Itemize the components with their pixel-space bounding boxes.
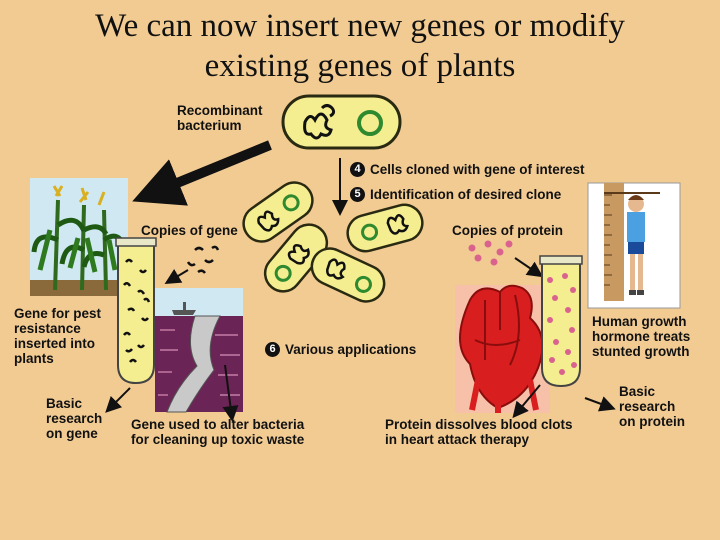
arrow-to-plants — [132, 140, 272, 206]
title-line-1: We can now insert new genes or modify — [95, 8, 625, 44]
protein-test-tube — [539, 255, 583, 388]
toxic-waste-image — [155, 288, 243, 413]
arrow-to-basic-protein — [584, 396, 616, 412]
step-5-number: 5 — [350, 186, 365, 202]
recombinant-bacterium — [281, 94, 402, 150]
arrow-to-protein-tube — [514, 257, 544, 278]
growth-hormone-label: Human growth hormone treats stunted grow… — [592, 314, 691, 359]
arrow-to-heart — [512, 384, 541, 419]
step-6-text: Various applications — [285, 341, 417, 357]
basic-research-protein-label: Basic research on protein — [619, 384, 685, 429]
growth-chart-image — [587, 182, 681, 309]
arrow-to-gene-tube — [164, 268, 189, 285]
basic-research-gene-label: Basic research on gene — [46, 396, 103, 441]
step-6: 6 Various applications — [265, 340, 416, 358]
title-line-2: existing genes of plants — [204, 48, 516, 84]
arrow-to-toxic — [222, 364, 239, 422]
gene-test-tube — [115, 237, 157, 385]
step-4-text: Cells cloned with gene of interest — [370, 161, 585, 177]
step-4: 4 Cells cloned with gene of interest — [350, 160, 585, 178]
step-5-text: Identification of desired clone — [370, 186, 562, 202]
arrow-to-basic-gene — [105, 387, 131, 413]
step-6-number: 6 — [265, 341, 280, 357]
blood-clot-label: Protein dissolves blood clots in heart a… — [385, 417, 573, 447]
toxic-waste-label: Gene used to alter bacteria for cleaning… — [131, 417, 305, 447]
copies-of-protein-label: Copies of protein — [452, 223, 563, 238]
step-5: 5 Identification of desired clone — [350, 185, 561, 203]
corn-plants-image — [30, 178, 128, 296]
heart-image — [455, 284, 550, 413]
protein-copies — [468, 240, 513, 266]
gene-copies — [186, 245, 220, 274]
pest-resistance-label: Gene for pest resistance inserted into p… — [14, 306, 102, 366]
step-4-number: 4 — [350, 161, 365, 177]
slide-title: We can now insert new genes or modify ex… — [0, 6, 720, 86]
copies-of-gene-label: Copies of gene — [141, 223, 238, 238]
cloned-bacteria — [242, 181, 424, 303]
recombinant-bacterium-label: Recombinant bacterium — [177, 103, 263, 133]
